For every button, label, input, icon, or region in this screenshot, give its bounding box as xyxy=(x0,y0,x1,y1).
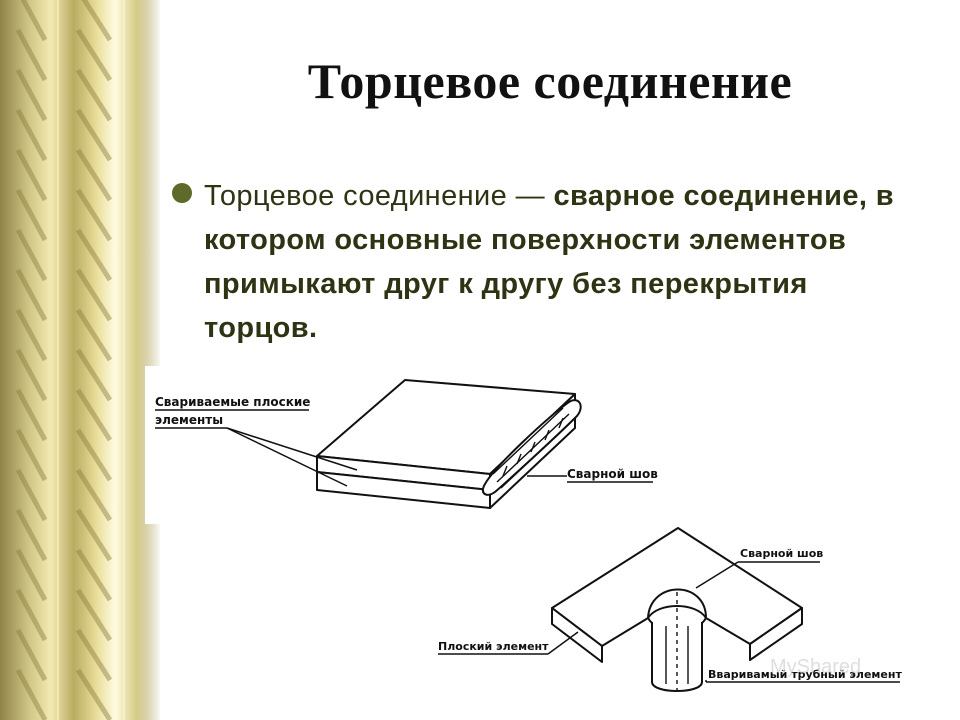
label-tube-element: Вваривамый трубный элемент xyxy=(708,668,902,681)
label-welded-plates-line2: элементы xyxy=(155,413,223,427)
watermark: MyShared xyxy=(770,656,862,678)
dash: — xyxy=(507,180,554,212)
definition-text: Торцевое соединение — сварное соединение… xyxy=(204,174,910,350)
term: Торцевое соединение xyxy=(204,180,508,212)
label-welded-plates-line1: Свариваемые плоские xyxy=(155,395,310,409)
definition: сварное соединение, в котором основные п… xyxy=(204,180,894,344)
slide-title: Торцевое соединение xyxy=(307,53,793,109)
label-weld-seam-bottom: Сварной шов xyxy=(740,547,823,560)
label-weld-seam-top: Сварной шов xyxy=(567,467,658,481)
definition-bullet: Торцевое соединение — сварное соединение… xyxy=(170,174,910,350)
label-flat-element: Плоский элемент xyxy=(438,640,549,653)
decorative-side-band xyxy=(0,0,160,720)
flat-plate-right-side xyxy=(749,607,803,661)
bullet-dot-icon xyxy=(172,183,192,203)
tube-to-plate-joint-figure: Сварной шов Плоский элемент Вваривамый т… xyxy=(438,527,902,692)
butt-joint-plates-figure: Свариваемые плоские элементы Сварной шов xyxy=(145,366,665,524)
rope-pattern xyxy=(15,0,125,720)
weld-seam-bead xyxy=(481,399,582,496)
flat-plate-left-side xyxy=(551,607,603,663)
